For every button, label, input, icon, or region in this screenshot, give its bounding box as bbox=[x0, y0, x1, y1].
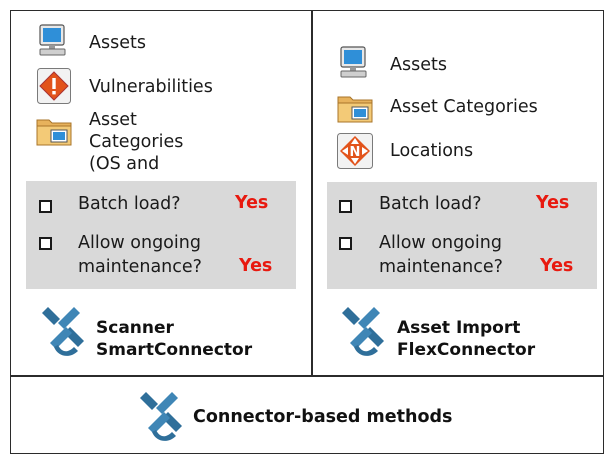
right-batch-load-checkbox bbox=[339, 200, 352, 213]
left-options-box bbox=[26, 181, 296, 289]
right-item-asset-categories: Asset Categories bbox=[390, 97, 538, 117]
right-options-box bbox=[327, 182, 597, 289]
footer-divider bbox=[10, 375, 604, 377]
warning-diamond-icon bbox=[37, 68, 71, 104]
right-maintenance-label: Allow ongoing maintenance? bbox=[379, 233, 503, 277]
left-maintenance-answer: Yes bbox=[239, 256, 273, 276]
right-batch-load-label: Batch load? bbox=[379, 194, 482, 214]
left-batch-load-label: Batch load? bbox=[78, 194, 181, 214]
computer-icon bbox=[340, 46, 367, 78]
navigation-icon: N bbox=[337, 133, 373, 169]
connector-logo-icon bbox=[140, 392, 182, 441]
right-batch-load-answer: Yes bbox=[536, 193, 570, 213]
connector-logo-icon bbox=[342, 307, 384, 356]
left-maintenance-label: Allow ongoing maintenance? bbox=[78, 233, 202, 277]
left-batch-load-answer: Yes bbox=[235, 193, 269, 213]
right-item-assets: Assets bbox=[390, 55, 447, 75]
right-connector-name: Asset Import FlexConnector bbox=[397, 318, 536, 360]
left-item-assets: Assets bbox=[89, 33, 146, 53]
panel-divider bbox=[311, 10, 313, 376]
computer-icon bbox=[39, 24, 66, 56]
right-maintenance-checkbox bbox=[339, 237, 352, 250]
footer-title: Connector-based methods bbox=[193, 407, 453, 427]
navigation-icon-letter: N bbox=[350, 145, 361, 160]
right-maintenance-answer: Yes bbox=[540, 256, 574, 276]
left-batch-load-checkbox bbox=[39, 200, 52, 213]
left-item-vulnerabilities: Vulnerabilities bbox=[89, 77, 213, 97]
left-maintenance-checkbox bbox=[39, 237, 52, 250]
connector-logo-icon bbox=[42, 307, 84, 356]
right-item-locations: Locations bbox=[390, 141, 474, 161]
folder-icon bbox=[36, 119, 72, 146]
folder-icon bbox=[337, 96, 373, 123]
left-connector-name: Scanner SmartConnector bbox=[96, 318, 253, 360]
